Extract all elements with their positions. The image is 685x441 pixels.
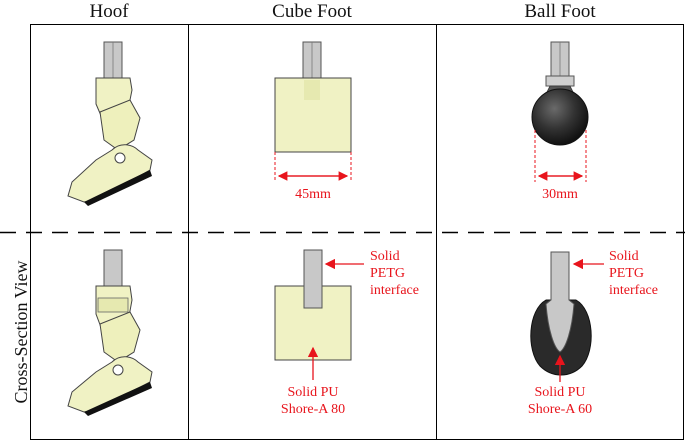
header-cube-foot: Cube Foot xyxy=(272,1,352,22)
cube-foot-cross-section xyxy=(274,249,352,361)
cube-dimension-label: 45mm xyxy=(295,187,331,202)
cube-interface-label: Solid PETG interface xyxy=(370,248,436,299)
ball-width-dimension xyxy=(534,130,587,182)
cube-body-label: Solid PU Shore-A 80 xyxy=(268,384,358,418)
cube-foot-model xyxy=(274,41,352,153)
header-hoof: Hoof xyxy=(89,1,129,22)
cube-interface-line-1: Solid xyxy=(370,249,400,264)
ball-dimension-label: 30mm xyxy=(542,187,578,202)
header-ball-foot: Ball Foot xyxy=(524,1,596,22)
cube-body-line-2: Shore-A 80 xyxy=(280,402,346,417)
ball-foot-model xyxy=(531,41,589,146)
ball-interface-line-1: Solid xyxy=(609,249,639,264)
cube-interface-line-2: PETG xyxy=(370,266,405,281)
ball-body-label: Solid PU Shore-A 60 xyxy=(515,384,605,418)
hoof-model xyxy=(67,41,153,206)
cube-body-line-1: Solid PU xyxy=(287,385,339,400)
ball-body-line-1: Solid PU xyxy=(534,385,586,400)
cube-width-dimension xyxy=(274,152,352,182)
ball-interface-label: Solid PETG interface xyxy=(609,248,679,299)
ball-interface-line-2: PETG xyxy=(609,266,644,281)
cube-interface-line-3: interface xyxy=(370,283,419,298)
ball-body-line-2: Shore-A 60 xyxy=(527,402,593,417)
hoof-cross-section xyxy=(67,249,153,416)
ball-interface-line-3: interface xyxy=(609,283,658,298)
ball-foot-cross-section xyxy=(530,251,592,376)
